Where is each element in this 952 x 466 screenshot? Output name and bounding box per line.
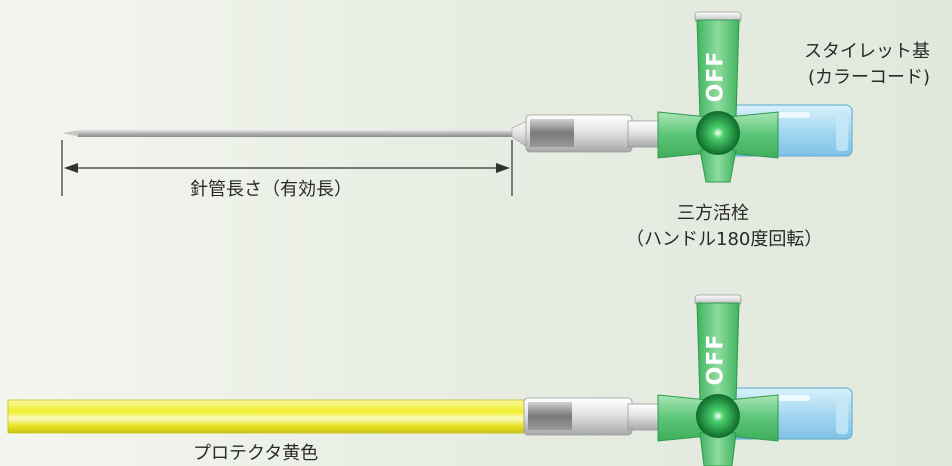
needle-assembly-top [61,11,853,196]
stylet-hub-color-code-label: (カラーコード) [808,67,931,88]
hub-dark-band-bottom [528,402,572,430]
stopcock-bottom [657,294,779,466]
handle-off-label-top: OFF [703,50,729,103]
needle-length-label: 針管長さ（有効長） [190,179,352,200]
hub-dark-band [530,119,574,147]
needle-assembly-bottom [7,294,853,466]
stopcock [657,11,779,183]
length-dimension [61,140,513,196]
protector-tube [7,399,529,434]
stopcock-center-bottom [696,394,740,438]
stopcock-label: 三方活栓 [677,203,749,224]
needle-tip [62,130,80,137]
handle-off-label-bottom: OFF [703,333,729,386]
needle-shaft [78,129,518,137]
hub-collar [627,120,659,148]
stopcock-rotation-label: （ハンドル180度回転） [626,229,823,250]
stylet-hub-label: スタイレット基 [804,41,930,62]
stopcock-center [696,111,740,155]
hub-collar-bottom [627,403,659,431]
protector-label: プロテクタ黄色 [193,443,319,464]
